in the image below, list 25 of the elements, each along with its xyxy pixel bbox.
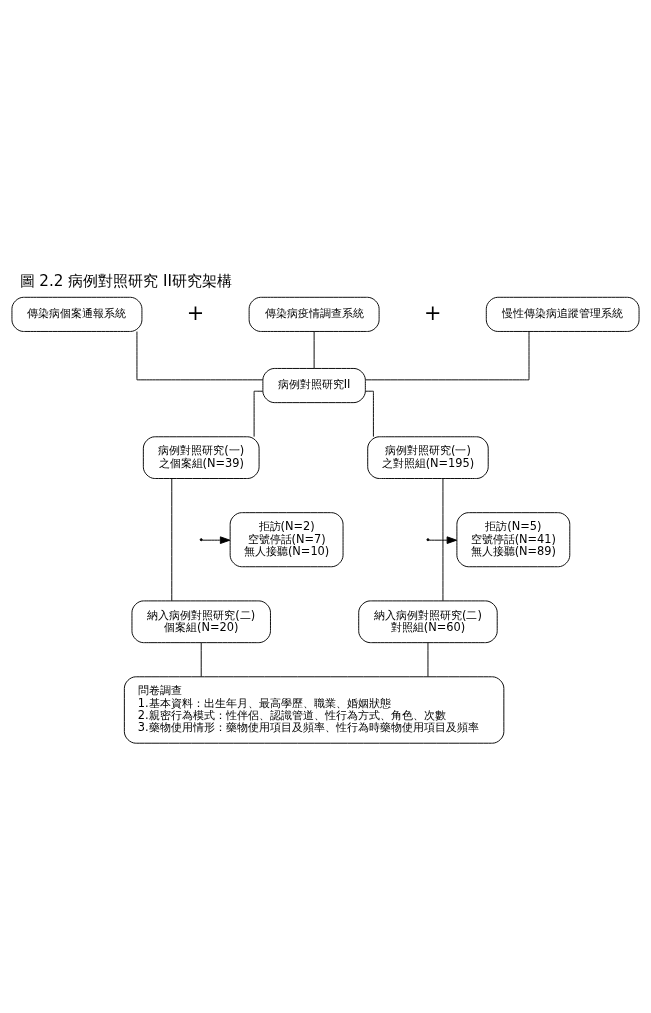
node-box: 傳染病疫情調查系統 xyxy=(248,296,380,332)
connector xyxy=(442,478,444,602)
connector xyxy=(171,478,173,602)
connector xyxy=(136,331,264,381)
node-box: 納入病例對照研究(二) 對照組(N=60) xyxy=(358,600,498,644)
label: + xyxy=(186,300,205,325)
connector xyxy=(200,642,202,677)
node-box: 病例對照研究II xyxy=(262,368,366,404)
connector xyxy=(253,390,264,438)
node-box: 病例對照研究(一) 之對照組(N=195) xyxy=(367,436,489,479)
connector xyxy=(313,331,315,369)
node-box: 慢性傳染病追蹤管理系統 xyxy=(485,296,640,332)
node-box: 問卷調查 1.基本資料：出生年月、最高學歷、職業、婚姻狀態 2.親密行為模式：性伴侶、認識管道、性行為方式、角色、次數 3.藥物使用情形：藥物使用項目及頻率、性行為時藥物使用項目及頻率 xyxy=(123,676,505,744)
connector xyxy=(364,390,374,438)
node-box: 拒訪(N=5) 空號停話(N=41) 無人接聽(N=89) xyxy=(456,512,571,568)
diagram-title: 圖 2.2 病例對照研究 II研究架構 xyxy=(19,271,233,290)
label: + xyxy=(423,300,442,325)
node-box: 納入病例對照研究(二) 個案組(N=20) xyxy=(131,600,271,644)
node-box: 拒訪(N=2) 空號停話(N=7) 無人接聽(N=10) xyxy=(229,512,344,568)
node-box: 傳染病個案通報系統 xyxy=(11,296,143,332)
arrow xyxy=(428,536,458,544)
arrow xyxy=(201,536,231,544)
node-box: 病例對照研究(一) 之個案組(N=39) xyxy=(142,436,260,479)
connector xyxy=(365,331,530,381)
connector xyxy=(427,642,429,677)
